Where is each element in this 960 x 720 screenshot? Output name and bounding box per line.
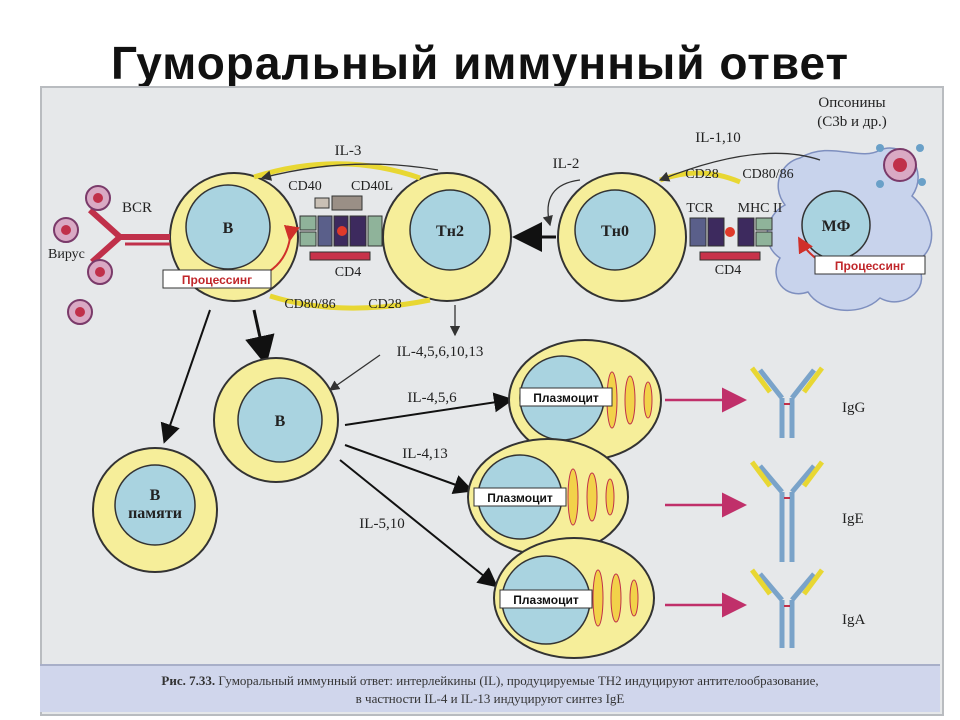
th0-nucleus xyxy=(574,189,656,271)
antibody-igg-icon xyxy=(750,366,824,438)
b-second-label: B xyxy=(275,413,286,430)
opsonins-label-2: (C3b и др.) xyxy=(817,114,886,130)
cd80-86-left-label: CD80/86 xyxy=(284,297,335,312)
figure-caption: Рис. 7.33. Гуморальный иммунный ответ: и… xyxy=(40,664,940,712)
receptor-complex-left xyxy=(299,195,383,261)
b-memory-nucleus xyxy=(114,464,196,546)
il3-label: IL-3 xyxy=(335,143,362,159)
mf-label: МФ xyxy=(822,218,851,235)
mhc2-label: MHC II xyxy=(738,201,783,216)
processing-label-right: Процессинг xyxy=(835,259,905,273)
cd4-right-label: CD4 xyxy=(715,263,741,278)
b-cell-second-nucleus xyxy=(237,377,323,463)
b-memory-label-2: памяти xyxy=(128,505,182,522)
b-cell-label: B xyxy=(223,220,234,237)
plasma-label-ige: Плазмоцит xyxy=(487,491,553,505)
cd4-left-label: CD4 xyxy=(335,265,361,280)
antibody-iga-icon xyxy=(750,568,824,648)
th2-nucleus xyxy=(409,189,491,271)
il-4-5-6-label: IL-4,5,6 xyxy=(407,390,457,406)
cd28-right-label: CD28 xyxy=(685,167,718,182)
il-4-5-6-10-13-label: IL-4,5,6,10,13 xyxy=(397,344,484,360)
opsonins-label-1: Опсонины xyxy=(818,95,885,111)
caption-line-2: в частности IL-4 и IL-13 индуцируют синт… xyxy=(355,691,625,706)
slide-title: Гуморальный иммунный ответ xyxy=(110,37,849,89)
il-4-13-label: IL-4,13 xyxy=(402,446,447,462)
antibody-ige-icon xyxy=(750,460,824,562)
iga-label: IgA xyxy=(842,612,865,628)
il2-label: IL-2 xyxy=(553,156,580,172)
plasma-label-iga: Плазмоцит xyxy=(513,593,579,607)
igg-label: IgG xyxy=(842,400,865,416)
b-memory-label-1: B xyxy=(150,487,161,504)
receptor-complex-right xyxy=(689,217,773,261)
caption-line-1: Рис. 7.33. Гуморальный иммунный ответ: и… xyxy=(40,672,940,690)
cd40-label: CD40 xyxy=(288,179,321,194)
b-cell-main-nucleus xyxy=(185,184,271,270)
il1-10-label: IL-1,10 xyxy=(695,130,740,146)
virus-particles xyxy=(53,144,926,325)
caption-fig-number: Рис. 7.33. xyxy=(161,673,216,688)
processing-label-left: Процессинг xyxy=(182,273,252,287)
th2-label: Tн2 xyxy=(436,223,464,240)
cd40l-label: CD40L xyxy=(351,179,393,194)
plasma-label-igg: Плазмоцит xyxy=(533,391,599,405)
ige-label: IgE xyxy=(842,511,864,527)
tcr-label: TCR xyxy=(686,201,714,216)
cd28-left-label: CD28 xyxy=(368,297,401,312)
il-5-10-label: IL-5,10 xyxy=(359,516,404,532)
virus-label: Вирус xyxy=(48,247,85,262)
bcr-label: BCR xyxy=(122,200,152,216)
caption-text-1: Гуморальный иммунный ответ: интерлейкины… xyxy=(218,673,819,688)
bcr-receptor xyxy=(87,207,170,265)
th0-label: Tн0 xyxy=(601,223,629,240)
plasma-cell-iga xyxy=(493,537,655,659)
cd80-86-right-label: CD80/86 xyxy=(742,167,793,182)
